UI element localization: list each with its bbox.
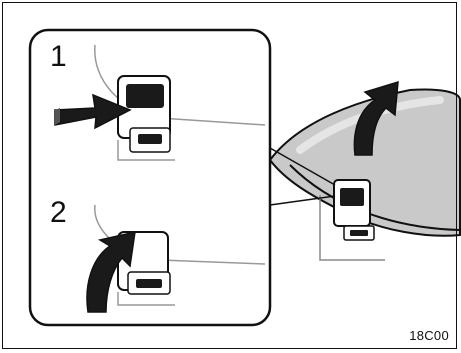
- step-2-label: 2: [50, 198, 67, 228]
- figure-code: 18C00: [409, 328, 449, 343]
- step-1-label: 1: [50, 42, 67, 72]
- page-border: [2, 2, 457, 349]
